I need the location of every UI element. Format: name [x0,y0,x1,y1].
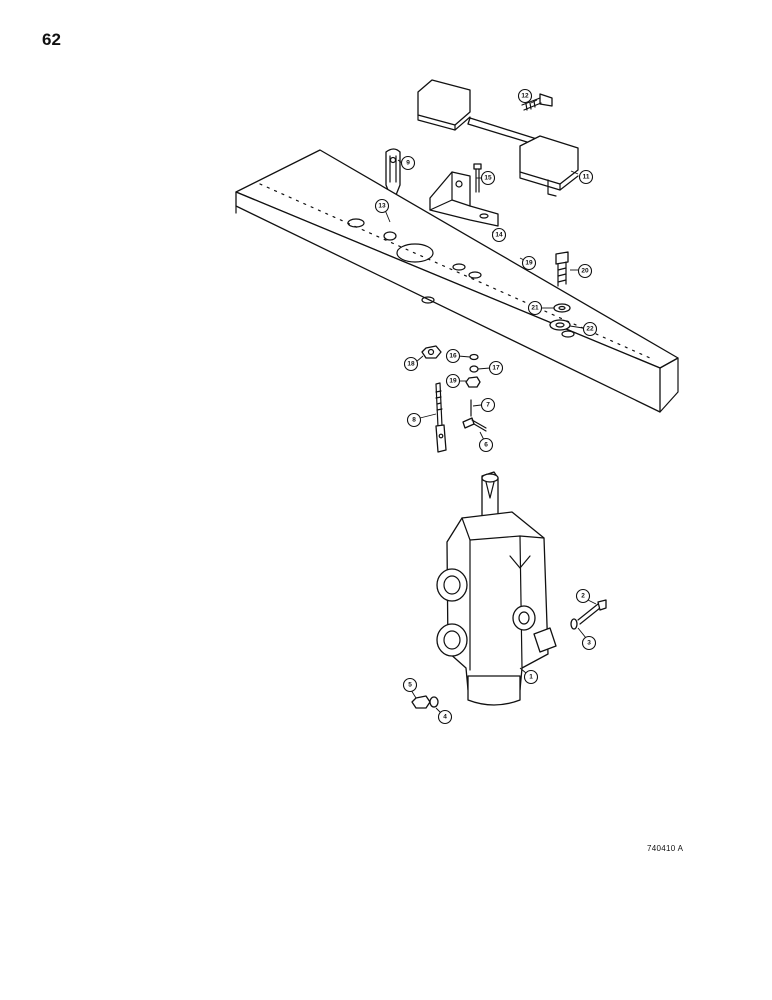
svg-text:21: 21 [531,305,539,312]
svg-text:8: 8 [412,417,416,424]
washer-22 [549,319,571,331]
callout-8: 8 [406,412,422,428]
callout-22: 22 [582,321,598,337]
washer-21 [553,303,571,313]
svg-text:15: 15 [484,175,492,182]
pin-6 [462,417,487,432]
callout-12: 12 [517,88,533,104]
bolt-20 [555,251,569,287]
svg-text:12: 12 [521,93,529,100]
callout-18: 18 [403,356,419,372]
nut-18 [421,345,442,359]
page-number: 62 [42,30,61,49]
callout-21: 21 [527,300,543,316]
washer-3 [570,618,578,630]
callout-14: 14 [491,227,507,243]
bolt-15 [473,163,482,193]
callout-2: 2 [575,588,591,604]
callout-19-nut: 19 [445,373,461,389]
callout-19-plate: 19 [521,255,537,271]
callout-13: 13 [374,198,390,214]
nut-5 [411,695,431,709]
callout-17: 17 [488,360,504,376]
svg-text:4: 4 [443,714,447,721]
svg-text:11: 11 [583,174,590,181]
clevis-9 [385,148,401,196]
callout-6: 6 [478,437,494,453]
svg-text:16: 16 [449,353,457,360]
control-valve-1 [436,471,557,706]
svg-text:19: 19 [449,378,457,385]
svg-text:7: 7 [486,402,490,409]
rod-8 [435,382,447,453]
svg-text:20: 20 [581,268,589,275]
svg-text:19: 19 [525,260,533,267]
callout-1: 1 [523,669,539,685]
svg-text:13: 13 [378,203,386,210]
svg-text:2: 2 [581,593,585,600]
callout-7: 7 [480,397,496,413]
callout-11: 11 [578,169,594,185]
bolt-2 [577,599,607,625]
washer-17 [469,365,479,373]
svg-text:18: 18 [407,361,415,368]
callout-4: 4 [437,709,453,725]
washer-16 [469,353,479,361]
figure-code: 740410 A [647,844,684,853]
callout-9: 9 [400,155,416,171]
callout-16: 16 [445,348,461,364]
washer-4 [429,696,439,708]
svg-text:17: 17 [492,365,500,372]
nut-19 [465,376,481,388]
callout-5: 5 [402,677,418,693]
floor-plate-19 [235,149,679,413]
svg-text:5: 5 [408,682,412,689]
svg-text:9: 9 [406,160,410,167]
svg-text:1: 1 [529,674,533,681]
bracket-14 [429,171,499,227]
bolt-12 [521,93,553,111]
svg-text:6: 6 [484,442,488,449]
pedal-assembly [417,79,579,197]
svg-text:14: 14 [495,232,503,239]
callout-15: 15 [480,170,496,186]
svg-text:3: 3 [587,640,591,647]
callout-20: 20 [577,263,593,279]
svg-text:22: 22 [586,326,594,333]
callout-3: 3 [581,635,597,651]
